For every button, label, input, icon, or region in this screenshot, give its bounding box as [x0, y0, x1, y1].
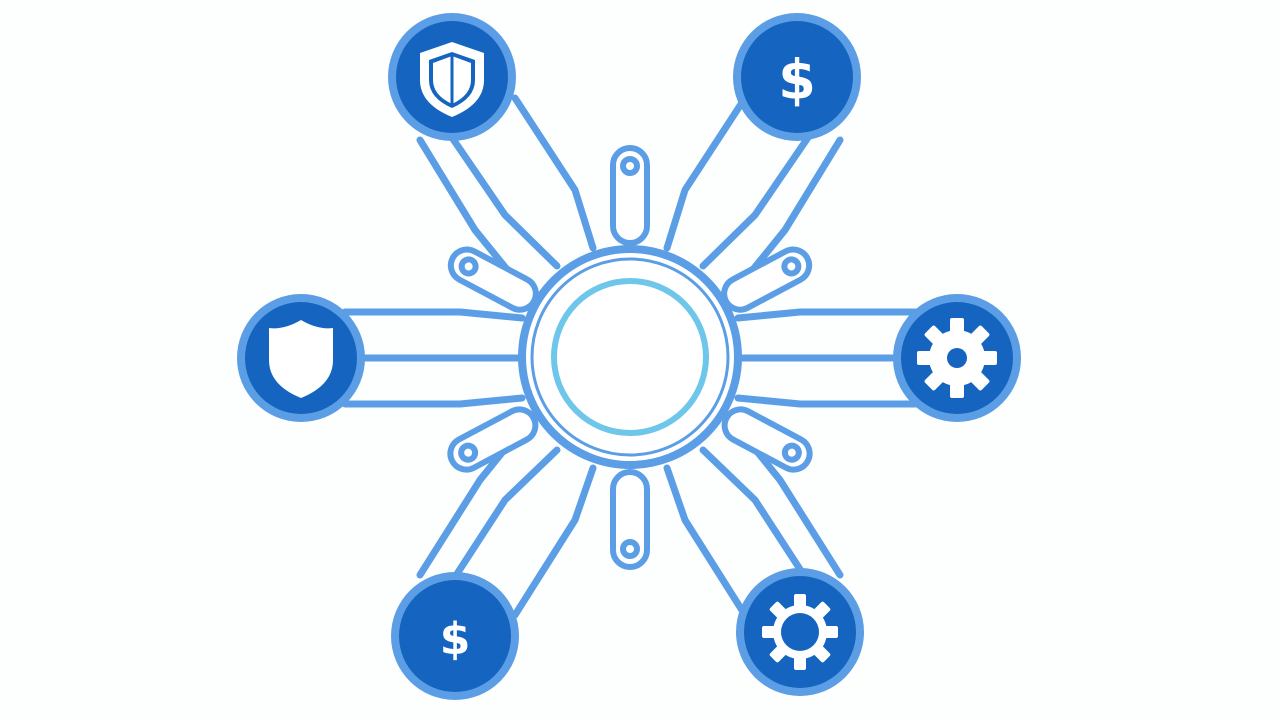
node-left	[237, 294, 365, 422]
connector-left	[341, 308, 526, 408]
badge-shield-icon	[269, 320, 333, 398]
node-bottom-right	[736, 568, 864, 696]
node-bottom-left: $	[391, 572, 519, 700]
node-top-left	[388, 13, 516, 141]
shield-icon	[420, 42, 484, 117]
gear-icon	[917, 318, 997, 398]
gear-icon	[762, 594, 838, 670]
dollar-icon: $	[778, 49, 816, 112]
spoke-pin-lower-right	[721, 406, 813, 473]
spoke-pin-top	[610, 145, 650, 246]
spoke-pin-bottom	[610, 469, 650, 570]
spoke-pin-lower-left	[447, 406, 539, 473]
hub-ring-icon	[551, 278, 709, 436]
node-right	[893, 294, 1021, 422]
connector-right	[734, 308, 919, 408]
dollar-icon: $	[440, 614, 471, 665]
hub	[518, 245, 742, 469]
node-top-right: $	[733, 13, 861, 141]
